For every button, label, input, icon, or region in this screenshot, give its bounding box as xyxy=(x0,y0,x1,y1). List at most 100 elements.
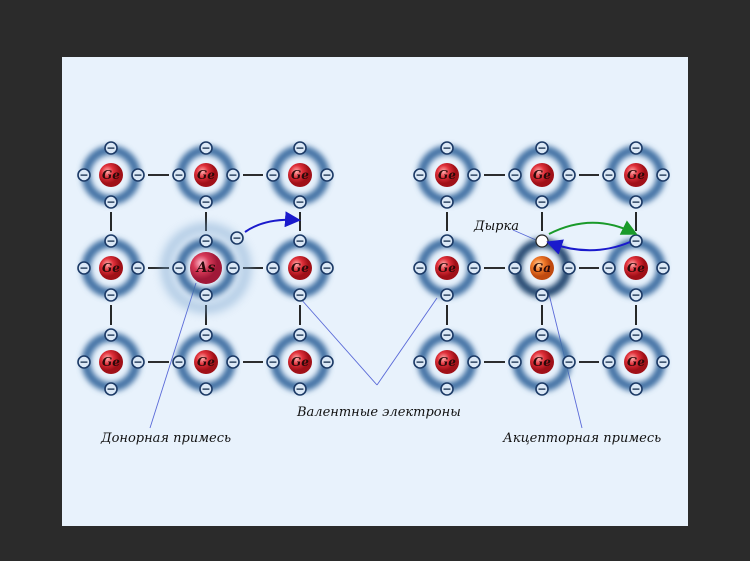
atom-ge: Ge−−−− xyxy=(413,141,481,209)
electron-circle xyxy=(131,168,145,182)
electron-sign: − xyxy=(631,289,640,302)
electron: − xyxy=(629,195,643,209)
electron-sign: − xyxy=(442,142,451,155)
electron: − xyxy=(508,261,522,275)
electron: − xyxy=(413,261,427,275)
electron-sign: − xyxy=(322,262,331,275)
electron-sign: − xyxy=(537,196,546,209)
electron: − xyxy=(535,328,549,342)
electron-sign: − xyxy=(469,356,478,369)
element-symbol: Ge xyxy=(291,168,309,182)
electron-circle xyxy=(467,355,481,369)
element-symbol: Ge xyxy=(102,168,120,182)
atom-as: As−−−− xyxy=(162,224,250,312)
electron: − xyxy=(131,355,145,369)
electron-circle xyxy=(413,355,427,369)
electron-sign: − xyxy=(537,383,546,396)
electron: − xyxy=(508,168,522,182)
electron-circle xyxy=(199,234,213,248)
electron-sign: − xyxy=(604,356,613,369)
electron-sign: − xyxy=(174,356,183,369)
electron-circle xyxy=(535,288,549,302)
right_lattice: Ge−−−−Ge−−−−Ge−−−−Ge−−−−Ga−−−Ge−−−−Ge−−−… xyxy=(413,141,670,396)
electron: − xyxy=(131,261,145,275)
electron-sign: − xyxy=(201,142,210,155)
nucleus xyxy=(288,163,312,187)
outer-orbit xyxy=(162,224,250,312)
nucleus xyxy=(288,256,312,280)
electron-circle xyxy=(602,355,616,369)
atom-ge: Ge−−−− xyxy=(266,141,334,209)
nucleus xyxy=(624,350,648,374)
electron-circle xyxy=(293,234,307,248)
electron-circle xyxy=(629,141,643,155)
element-symbol: As xyxy=(195,260,216,276)
electron-sign: − xyxy=(322,169,331,182)
electron: − xyxy=(230,231,244,245)
electron: − xyxy=(629,141,643,155)
electron: − xyxy=(629,288,643,302)
electron-circle xyxy=(266,355,280,369)
element-symbol: Ge xyxy=(102,261,120,275)
electron-circle xyxy=(226,261,240,275)
electron-sign: − xyxy=(469,262,478,275)
electron-sign: − xyxy=(133,262,142,275)
electron-circle xyxy=(602,261,616,275)
electron: − xyxy=(440,382,454,396)
electron: − xyxy=(656,261,670,275)
element-symbol: Ge xyxy=(533,355,551,369)
electron-sign: − xyxy=(564,169,573,182)
electron: − xyxy=(293,141,307,155)
element-symbol: Ge xyxy=(627,261,645,275)
electron: − xyxy=(656,355,670,369)
electron-circle xyxy=(104,288,118,302)
electron-sign: − xyxy=(442,383,451,396)
electron: − xyxy=(320,261,334,275)
electron: − xyxy=(467,168,481,182)
electron: − xyxy=(199,288,213,302)
atom-ge: Ge−−−− xyxy=(77,328,145,396)
electron-circle xyxy=(104,234,118,248)
electron-sign: − xyxy=(631,329,640,342)
electron: − xyxy=(104,141,118,155)
atom-ga: Ga−−− xyxy=(508,234,576,302)
electron: − xyxy=(562,355,576,369)
electron: − xyxy=(562,261,576,275)
valence-electrons-label: Валентные электроны xyxy=(297,405,461,420)
nucleus xyxy=(435,256,459,280)
electron-sign: − xyxy=(228,169,237,182)
hole-move-arrow xyxy=(548,220,638,235)
nucleus xyxy=(194,163,218,187)
electron-circle xyxy=(199,328,213,342)
electron: − xyxy=(562,168,576,182)
electron-circle xyxy=(293,195,307,209)
electron: − xyxy=(266,261,280,275)
electron-sign: − xyxy=(79,356,88,369)
nucleus xyxy=(190,252,222,284)
electron-sign: − xyxy=(295,289,304,302)
hole xyxy=(535,234,549,248)
element-symbol: Ge xyxy=(197,355,215,369)
electron: − xyxy=(293,195,307,209)
donor-impurity-label: Донорная примесь xyxy=(101,431,232,446)
electron-sign: − xyxy=(106,329,115,342)
electron-circle xyxy=(172,168,186,182)
atom-ge: Ge−−−− xyxy=(508,328,576,396)
electron-move-arrow xyxy=(546,239,631,255)
electron-sign: − xyxy=(106,196,115,209)
electron: − xyxy=(293,234,307,248)
electron-circle xyxy=(266,168,280,182)
electron-sign: − xyxy=(174,262,183,275)
electron: − xyxy=(293,288,307,302)
pointer-line xyxy=(299,297,378,386)
donor-extra-electron: − xyxy=(230,231,244,245)
electron: − xyxy=(104,234,118,248)
electron-circle xyxy=(293,328,307,342)
element-symbol: Ge xyxy=(102,355,120,369)
electron-sign: − xyxy=(232,232,241,245)
electron-circle xyxy=(508,355,522,369)
electron-circle xyxy=(508,261,522,275)
electron-circle xyxy=(320,168,334,182)
electron-sign: − xyxy=(415,356,424,369)
electron-sign: − xyxy=(442,196,451,209)
